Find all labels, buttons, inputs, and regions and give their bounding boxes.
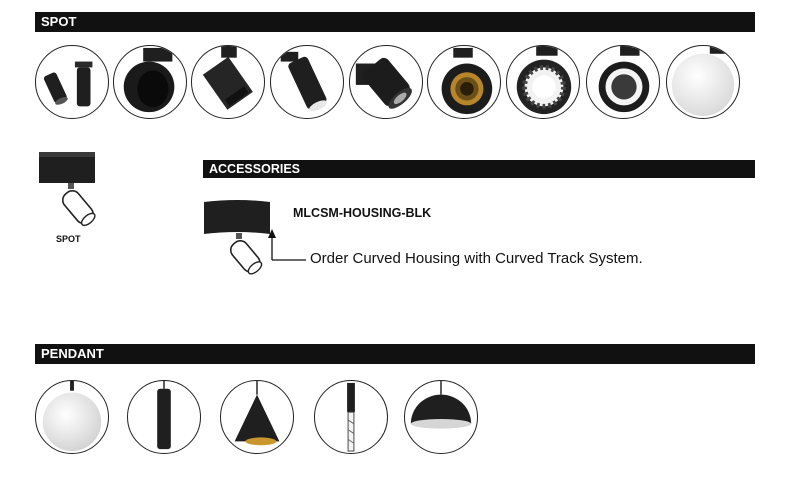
cylinder-spot-large-icon[interactable]	[349, 45, 423, 119]
globe-pendant-icon[interactable]	[35, 380, 109, 454]
spot-section-header: SPOT	[35, 12, 755, 32]
ring-pattern-spot-icon[interactable]	[506, 45, 580, 119]
pendant-section-header: PENDANT	[35, 344, 755, 364]
order-note: Order Curved Housing with Curved Track S…	[310, 250, 643, 267]
cylinder-pendant-icon[interactable]	[127, 380, 201, 454]
housing-part-number: MLCSM-HOUSING-BLK	[293, 206, 432, 220]
dome-pendant-icon[interactable]	[404, 380, 478, 454]
crystal-stick-pendant-icon[interactable]	[314, 380, 388, 454]
spot-track-fixture-icon	[39, 152, 96, 227]
cone-pendant-icon[interactable]	[220, 380, 294, 454]
white-globe-spot-icon[interactable]	[666, 45, 740, 119]
accessories-section-header: ACCESSORIES	[203, 160, 755, 178]
ring-light-spot-icon[interactable]	[586, 45, 660, 119]
round-spot-icon[interactable]	[113, 45, 187, 119]
cylinder-spot-white-lens-icon[interactable]	[270, 45, 344, 119]
curved-housing-fixture-icon	[204, 200, 306, 275]
spot-fixture-caption: SPOT	[56, 234, 81, 244]
square-spot-icon[interactable]	[191, 45, 265, 119]
gold-honeycomb-spot-icon[interactable]	[427, 45, 501, 119]
twin-spot-icon[interactable]	[35, 45, 109, 119]
